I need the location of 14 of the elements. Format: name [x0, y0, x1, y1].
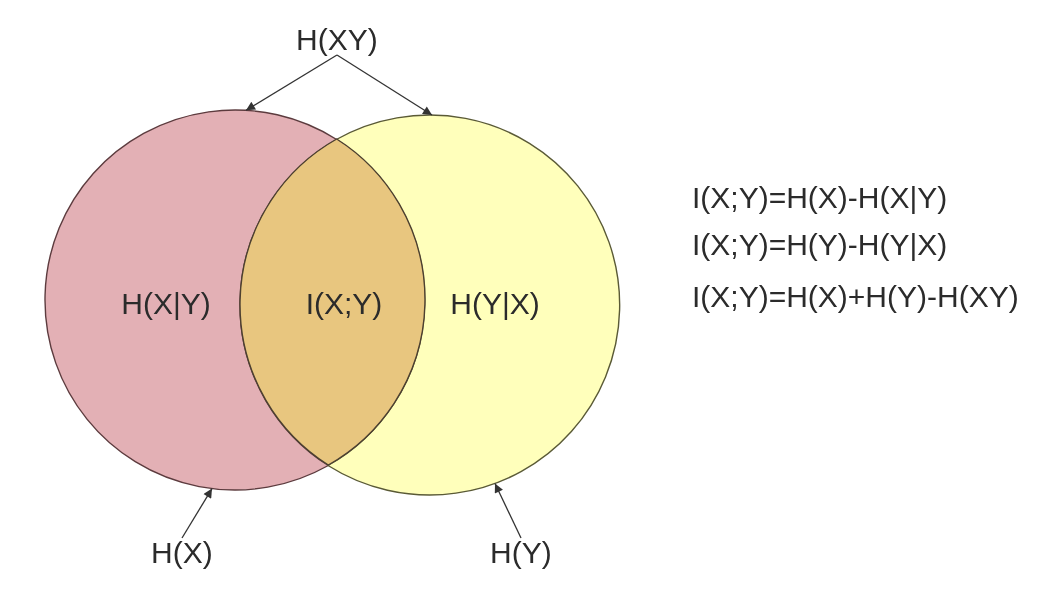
entropy-label: H(Y) [490, 536, 552, 570]
arrow [181, 487, 213, 539]
entropy-label: H(XY) [296, 23, 378, 57]
formula-text: I(X;Y)=H(X)-H(X|Y) [692, 181, 948, 215]
region-label: I(X;Y) [305, 287, 383, 321]
arrow [245, 54, 338, 111]
arrow [494, 482, 522, 539]
region-label: H(X|Y) [121, 287, 211, 321]
overlap-region [240, 139, 425, 466]
arrow [336, 54, 433, 116]
entropy-label: H(X) [151, 536, 213, 570]
formula-text: I(X;Y)=H(X)+H(Y)-H(XY) [692, 280, 1019, 314]
formula-text: I(X;Y)=H(Y)-H(Y|X) [692, 228, 948, 262]
region-label: H(Y|X) [450, 287, 540, 321]
